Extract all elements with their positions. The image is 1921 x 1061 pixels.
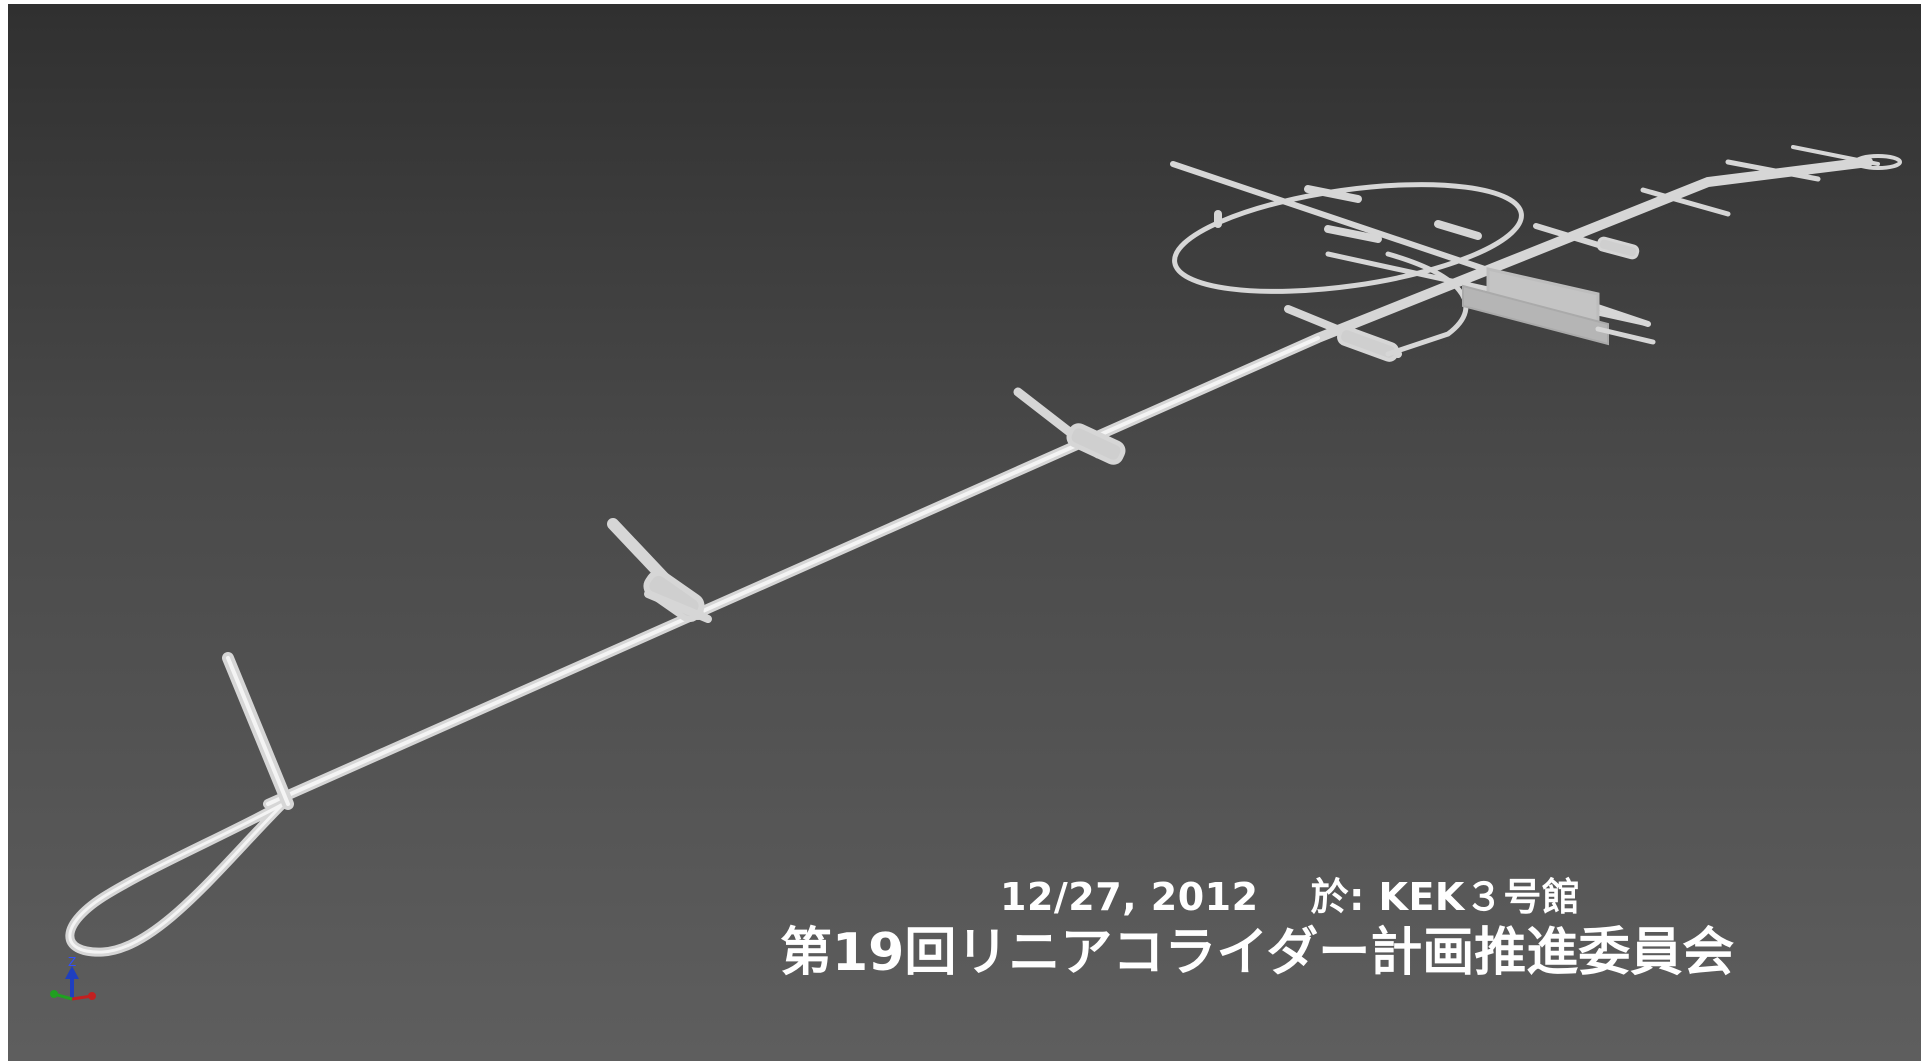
meeting-date: 12/27, 2012 (1000, 875, 1259, 919)
turnaround-loop (65, 799, 288, 957)
access-shaft-7 (1725, 159, 1821, 182)
axis-triad-icon: Z (50, 955, 96, 1001)
tunnel-model: Z (50, 145, 1902, 1001)
date-venue-line: 12/27, 2012 於: KEK３号館 (1000, 866, 1580, 921)
axis-z-label: Z (68, 955, 76, 969)
damping-ring (1172, 182, 1524, 294)
access-shaft-8 (1791, 145, 1880, 166)
slide: Z 12/27, 2012 於: KEK３号館 第19回リニアコライダー計画推進委… (8, 4, 1921, 1061)
meeting-venue: 於: KEK３号館 (1310, 875, 1581, 919)
meeting-title: 第19回リニアコライダー計画推進委員会 (780, 923, 1735, 983)
access-shaft-6 (1640, 187, 1731, 217)
